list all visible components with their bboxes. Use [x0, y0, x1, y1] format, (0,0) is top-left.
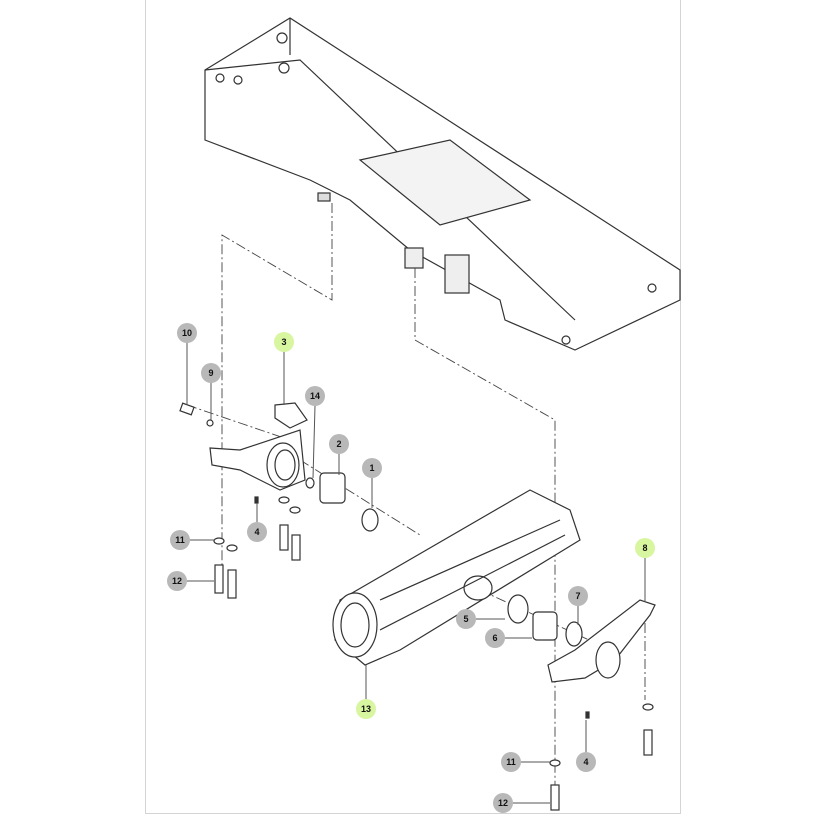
- callout-13[interactable]: 13: [356, 699, 376, 719]
- diagram-border: [145, 0, 681, 814]
- callout-2[interactable]: 2: [329, 434, 349, 454]
- callout-7[interactable]: 7: [568, 586, 588, 606]
- callout-5[interactable]: 5: [456, 609, 476, 629]
- callout-leader-lines: [186, 343, 646, 804]
- callout-11-right[interactable]: 11: [501, 752, 521, 772]
- callout-11[interactable]: 11: [170, 530, 190, 550]
- callout-9[interactable]: 9: [201, 363, 221, 383]
- left-bracket: [209, 402, 308, 491]
- callout-3[interactable]: 3: [274, 332, 294, 352]
- callout-1[interactable]: 1: [362, 458, 382, 478]
- callout-10[interactable]: 10: [177, 323, 197, 343]
- callout-8[interactable]: 8: [635, 538, 655, 558]
- right-bracket: [507, 594, 656, 811]
- callout-12[interactable]: 12: [167, 571, 187, 591]
- callout-14[interactable]: 14: [305, 386, 325, 406]
- callout-12-right[interactable]: 12: [493, 793, 513, 813]
- left-fasteners: [179, 402, 379, 599]
- callout-4[interactable]: 4: [247, 522, 267, 542]
- axle-housing: [332, 489, 581, 666]
- chassis-frame: [204, 17, 681, 351]
- callout-4-right[interactable]: 4: [576, 752, 596, 772]
- callout-6[interactable]: 6: [485, 628, 505, 648]
